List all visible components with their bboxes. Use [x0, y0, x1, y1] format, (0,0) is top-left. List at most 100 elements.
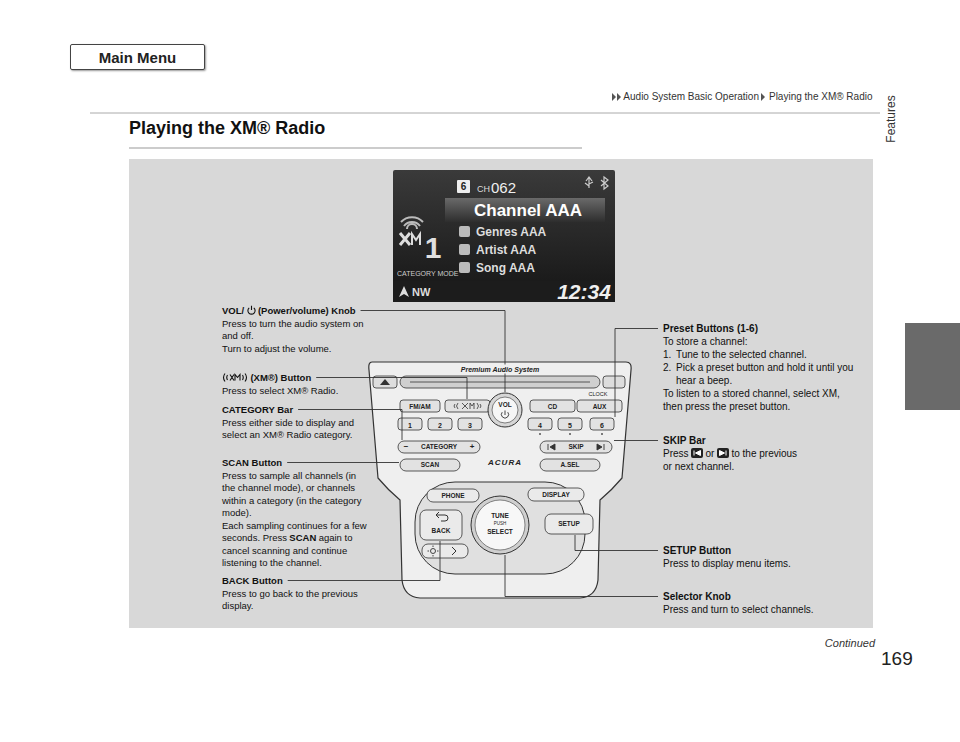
panel-label: BACK — [432, 528, 451, 535]
screen-text: Song AAA — [476, 262, 535, 274]
header-rule — [90, 113, 880, 114]
callout-text: 2. — [663, 361, 676, 387]
callout-paragraph: Preset Buttons (1-6) — [663, 322, 858, 335]
callout-text: Press to sample all channels (in the cha… — [222, 470, 361, 519]
clock-display: 12:34 — [557, 281, 611, 302]
panel-label: 3 — [468, 421, 472, 428]
leader-line — [505, 555, 658, 597]
leader-line — [615, 329, 658, 418]
page-title: Playing the XM® Radio — [129, 119, 325, 137]
prev-icon — [691, 448, 703, 458]
panel-label: CD — [548, 403, 557, 410]
callout-text: Tune to the selected channel. — [676, 348, 858, 361]
brand-logo: ACURA — [488, 459, 522, 467]
callout-heading: Selector Knob — [663, 591, 731, 602]
callout-heading: SKIP Bar — [663, 435, 706, 446]
breadcrumb: Audio System Basic OperationPlaying the … — [612, 91, 875, 103]
callout-paragraph: VOL/ (Power/volume) Knob — [222, 305, 367, 318]
callout-paragraph: BACK Button — [222, 575, 367, 588]
callout-paragraph: 1.Tune to the selected channel. — [663, 348, 858, 361]
callout-paragraph: Press either side to display and select … — [222, 417, 367, 442]
callout: VOL/ (Power/volume) KnobPress to turn the… — [222, 305, 367, 355]
panel-label: CATEGORY — [421, 444, 457, 451]
callout-heading: Preset Buttons (1-6) — [663, 323, 758, 334]
callout: CATEGORY BarPress either side to display… — [222, 404, 367, 442]
callout-heading: BACK Button — [222, 575, 283, 586]
screen-text: Artist AAA — [476, 244, 536, 256]
panel-label: 6 — [600, 421, 604, 428]
xm-icon — [222, 373, 248, 382]
callout-paragraph: SCAN Button — [222, 457, 367, 470]
leader-line — [316, 378, 467, 400]
panel-label: 5 — [568, 421, 572, 428]
callout-text: Turn to adjust the volume. — [222, 343, 331, 354]
leader-line — [287, 462, 399, 463]
callout-text: Press — [663, 448, 689, 459]
callout-text: Press either side to display and select … — [222, 417, 354, 441]
callout-paragraph: SETUP Button — [663, 544, 858, 557]
panel-label: AUX — [593, 403, 607, 410]
callout-text: Pick a preset button and hold it until y… — [676, 361, 858, 387]
dbl-icon — [612, 93, 621, 101]
panel-label: SETUP — [558, 521, 580, 528]
panel-label: + — [470, 443, 475, 451]
figure-panel — [129, 159, 873, 628]
callout-paragraph: Audio System Basic OperationPlaying the … — [612, 91, 875, 103]
callout-paragraph: Press to select XM® Radio. — [222, 385, 367, 398]
callout: SKIP BarPressorto the previous or next c… — [663, 434, 803, 473]
callout-text: Press to turn the audio system on and of… — [222, 318, 364, 342]
callout-text: Press to select XM® Radio. — [222, 385, 338, 396]
breadcrumb-text: Playing the XM® Radio — [769, 91, 873, 102]
callout-text: To store a channel: — [663, 336, 748, 347]
callout-paragraph: Selector Knob — [663, 590, 858, 603]
callout-heading: VOL/ — [222, 305, 244, 316]
callout-heading: SCAN Button — [222, 457, 282, 468]
title-rule — [129, 148, 582, 149]
sgl-icon — [761, 93, 766, 101]
callout-paragraph: Press to turn the audio system on and of… — [222, 318, 367, 343]
callout-text: 1. — [663, 348, 676, 361]
callout-text: SCAN — [289, 532, 316, 543]
panel-label: SCAN — [421, 462, 439, 469]
screen-text: Genres AAA — [476, 226, 546, 238]
leader-line — [614, 440, 658, 441]
audio-panel — [369, 362, 631, 598]
next-icon — [717, 448, 729, 458]
callout-text: Press to go back to the previous display… — [222, 588, 358, 612]
screen-text: 1 — [425, 233, 442, 263]
panel-label: 1 — [408, 421, 412, 428]
callout-paragraph: CATEGORY Bar — [222, 404, 367, 417]
callout-paragraph: To listen to a stored channel, select XM… — [663, 387, 858, 413]
panel-label: A.SEL — [560, 462, 579, 469]
callout: SCAN ButtonPress to sample all channels … — [222, 457, 367, 570]
screen-text: Channel AAA — [474, 202, 582, 219]
panel-label: FM/AM — [409, 403, 430, 410]
display-screen — [393, 170, 615, 302]
callout-text: Press and turn to select channels. — [663, 604, 814, 615]
callout-paragraph: Press to display menu items. — [663, 557, 858, 570]
callout-heading: (Power/volume) Knob — [258, 305, 356, 316]
callout-text: or — [706, 448, 715, 459]
callout: BACK ButtonPress to go back to the previ… — [222, 575, 367, 613]
preset-icon-number: 6 — [461, 182, 467, 192]
callout: SETUP ButtonPress to display menu items. — [663, 544, 858, 570]
callout-paragraph: Press to sample all channels (in the cha… — [222, 470, 367, 520]
callout-text: Press to display menu items. — [663, 558, 791, 569]
callout-paragraph: (XM®) Button — [222, 372, 367, 385]
callout-paragraph: Press and turn to select channels. — [663, 603, 858, 616]
screen-text: CH — [477, 185, 490, 194]
callout-paragraph: Turn to adjust the volume. — [222, 343, 367, 356]
callout: (XM®) ButtonPress to select XM® Radio. — [222, 372, 367, 397]
panel-label: Premium Audio System — [459, 365, 541, 374]
panel-label: CLOCK — [589, 392, 608, 398]
panel-label: TUNE — [491, 513, 509, 520]
callout-heading: CATEGORY Bar — [222, 404, 293, 415]
menu-button-label: Main Menu — [99, 49, 177, 66]
callout-paragraph: Press to go back to the previous display… — [222, 588, 367, 613]
leader-line — [575, 535, 658, 551]
panel-label: SKIP — [568, 444, 583, 451]
menu-button: Main Menu — [70, 44, 205, 70]
callout-heading: (XM®) Button — [250, 372, 311, 383]
panel-label: VOL — [498, 401, 511, 408]
panel-label: − — [404, 443, 409, 451]
